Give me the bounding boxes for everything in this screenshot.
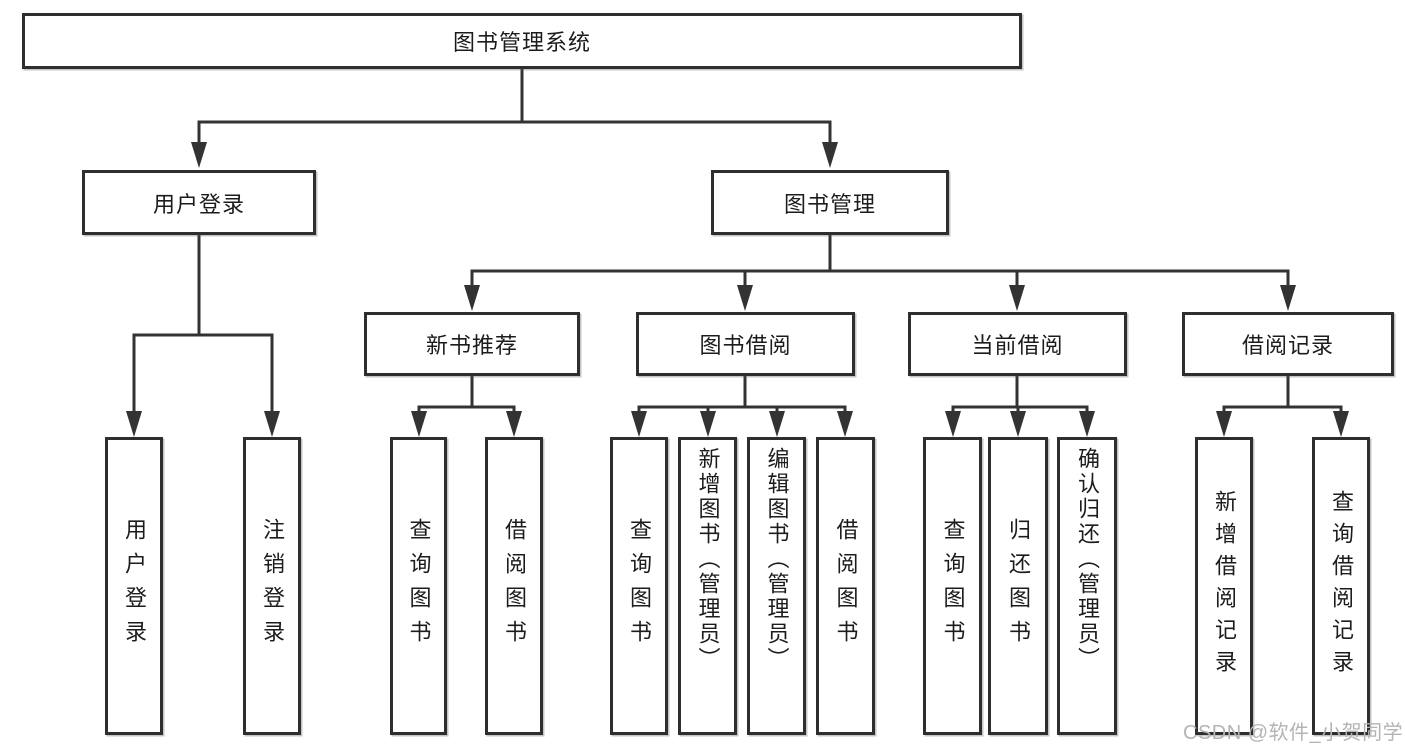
leaf-current-query-books-label: 查询图书 — [940, 518, 966, 654]
leaf-current-query-books: 查询图书 — [923, 437, 982, 735]
leaf-recommend-query-books-label: 查询图书 — [406, 518, 432, 654]
leaf-logout-label: 注销登录 — [260, 518, 285, 654]
leaf-current-confirm-return-label: 确认归还（管理员） — [1075, 447, 1100, 672]
csdn-watermark: CSDN @软件_小贺同学 — [1183, 722, 1404, 744]
leaf-records-add-record: 新增借阅记录 — [1195, 437, 1253, 735]
leaf-records-add-record-label: 新增借阅记录 — [1212, 490, 1237, 682]
leaf-recommend-borrow-books-label: 借阅图书 — [502, 518, 527, 654]
leaf-borrowing-add-books: 新增图书（管理员） — [678, 437, 737, 735]
leaf-records-query-record-label: 查询借阅记录 — [1329, 490, 1354, 682]
leaf-recommend-query-books: 查询图书 — [390, 437, 447, 735]
leaf-borrowing-edit-books: 编辑图书（管理员） — [747, 437, 806, 735]
leaf-logout: 注销登录 — [243, 437, 301, 735]
node-borrowing-records: 借阅记录 — [1182, 312, 1394, 376]
leaf-user-login: 用户登录 — [105, 437, 163, 735]
leaf-borrowing-edit-books-label: 编辑图书（管理员） — [764, 447, 790, 672]
node-book-borrowing: 图书借阅 — [636, 312, 855, 376]
leaf-borrowing-borrow-books: 借阅图书 — [816, 437, 875, 735]
leaf-borrowing-add-books-label: 新增图书（管理员） — [695, 447, 721, 672]
node-root: 图书管理系统 — [22, 13, 1022, 69]
leaf-borrowing-query-books-label: 查询图书 — [627, 518, 652, 654]
leaf-recommend-borrow-books: 借阅图书 — [485, 437, 543, 735]
node-user-login: 用户登录 — [82, 170, 316, 235]
node-current-borrowing: 当前借阅 — [908, 312, 1127, 376]
node-new-book-recommend: 新书推荐 — [364, 312, 580, 376]
leaf-borrowing-query-books: 查询图书 — [610, 437, 668, 735]
leaf-current-return-books-label: 归还图书 — [1006, 518, 1031, 654]
node-book-management: 图书管理 — [711, 170, 949, 235]
leaf-current-confirm-return: 确认归还（管理员） — [1057, 437, 1117, 735]
leaf-borrowing-borrow-books-label: 借阅图书 — [833, 518, 859, 654]
leaf-current-return-books: 归还图书 — [988, 437, 1048, 735]
leaf-records-query-record: 查询借阅记录 — [1312, 437, 1370, 735]
leaf-user-login-label: 用户登录 — [122, 518, 147, 654]
